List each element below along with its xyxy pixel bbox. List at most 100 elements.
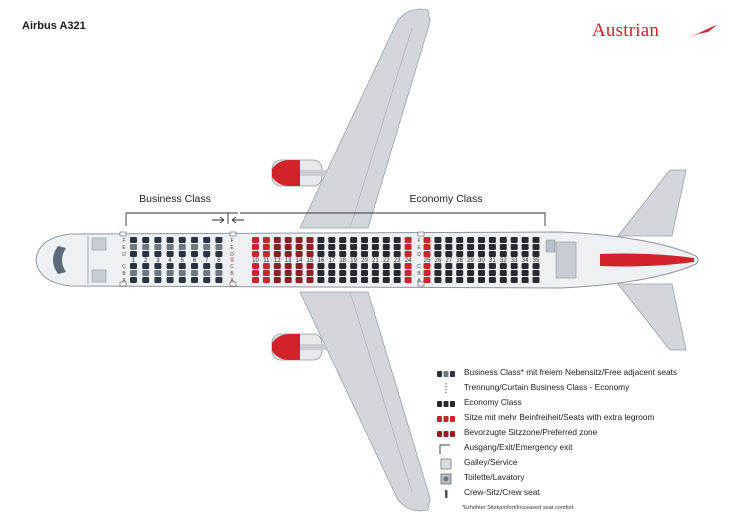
business-seat[interactable] <box>154 263 162 269</box>
economy-seat[interactable] <box>456 263 464 269</box>
economy-seat[interactable] <box>252 270 259 276</box>
economy-seat[interactable] <box>284 244 292 250</box>
economy-seat[interactable] <box>499 270 507 276</box>
economy-seat[interactable] <box>434 263 442 269</box>
economy-seat[interactable] <box>382 244 390 250</box>
economy-seat[interactable] <box>456 251 464 257</box>
economy-seat[interactable] <box>456 270 464 276</box>
economy-seat[interactable] <box>262 237 270 243</box>
economy-seat[interactable] <box>456 277 464 283</box>
business-seat-free[interactable] <box>154 270 162 276</box>
economy-seat[interactable] <box>317 237 325 243</box>
business-seat-free[interactable] <box>166 270 174 276</box>
economy-seat[interactable] <box>262 263 270 269</box>
business-seat[interactable] <box>154 277 162 283</box>
economy-seat[interactable] <box>393 263 401 269</box>
economy-seat[interactable] <box>510 251 518 257</box>
economy-seat[interactable] <box>423 270 431 276</box>
economy-seat[interactable] <box>382 237 390 243</box>
economy-seat[interactable] <box>456 237 464 243</box>
economy-seat[interactable] <box>521 251 529 257</box>
economy-seat[interactable] <box>404 237 412 243</box>
economy-seat[interactable] <box>262 270 270 276</box>
economy-seat[interactable] <box>510 244 518 250</box>
economy-seat[interactable] <box>521 270 529 276</box>
business-seat[interactable] <box>166 277 174 283</box>
economy-seat[interactable] <box>404 263 412 269</box>
economy-seat[interactable] <box>499 251 507 257</box>
economy-seat[interactable] <box>339 244 347 250</box>
economy-seat[interactable] <box>284 251 292 257</box>
economy-seat[interactable] <box>273 251 281 257</box>
business-seat[interactable] <box>215 251 223 257</box>
business-seat-free[interactable] <box>166 244 174 250</box>
business-seat[interactable] <box>215 237 223 243</box>
economy-seat[interactable] <box>445 270 453 276</box>
business-seat[interactable] <box>191 251 198 257</box>
business-seat[interactable] <box>130 237 137 243</box>
economy-seat[interactable] <box>284 277 292 283</box>
economy-seat[interactable] <box>445 237 453 243</box>
economy-seat[interactable] <box>521 237 529 243</box>
business-seat-free[interactable] <box>130 244 137 250</box>
business-seat[interactable] <box>178 277 186 283</box>
economy-seat[interactable] <box>488 237 496 243</box>
business-seat[interactable] <box>130 277 137 283</box>
economy-seat[interactable] <box>339 251 347 257</box>
economy-seat[interactable] <box>306 277 314 283</box>
business-seat[interactable] <box>191 237 198 243</box>
economy-seat[interactable] <box>532 244 540 250</box>
economy-seat[interactable] <box>423 237 431 243</box>
economy-seat[interactable] <box>371 263 379 269</box>
economy-seat[interactable] <box>423 251 431 257</box>
business-seat[interactable] <box>203 277 211 283</box>
economy-seat[interactable] <box>328 277 336 283</box>
business-seat[interactable] <box>215 277 223 283</box>
business-seat[interactable] <box>178 251 186 257</box>
economy-seat[interactable] <box>371 270 379 276</box>
economy-seat[interactable] <box>284 270 292 276</box>
economy-seat[interactable] <box>273 244 281 250</box>
economy-seat[interactable] <box>284 263 292 269</box>
economy-seat[interactable] <box>328 244 336 250</box>
economy-seat[interactable] <box>339 270 347 276</box>
economy-seat[interactable] <box>532 251 540 257</box>
economy-seat[interactable] <box>499 263 507 269</box>
economy-seat[interactable] <box>532 277 540 283</box>
business-seat-free[interactable] <box>203 244 211 250</box>
economy-seat[interactable] <box>328 251 336 257</box>
economy-seat[interactable] <box>306 244 314 250</box>
economy-seat[interactable] <box>499 237 507 243</box>
economy-seat[interactable] <box>252 251 259 257</box>
business-seat-free[interactable] <box>130 270 137 276</box>
business-seat[interactable] <box>203 237 211 243</box>
economy-seat[interactable] <box>434 244 442 250</box>
economy-seat[interactable] <box>273 263 281 269</box>
economy-seat[interactable] <box>306 263 314 269</box>
economy-seat[interactable] <box>467 270 475 276</box>
business-seat[interactable] <box>142 251 150 257</box>
economy-seat[interactable] <box>361 244 368 250</box>
economy-seat[interactable] <box>317 277 325 283</box>
economy-seat[interactable] <box>478 263 485 269</box>
economy-seat[interactable] <box>404 244 412 250</box>
business-seat-free[interactable] <box>215 270 223 276</box>
economy-seat[interactable] <box>371 251 379 257</box>
economy-seat[interactable] <box>306 251 314 257</box>
economy-seat[interactable] <box>404 277 412 283</box>
economy-seat[interactable] <box>328 237 336 243</box>
economy-seat[interactable] <box>328 263 336 269</box>
economy-seat[interactable] <box>521 244 529 250</box>
economy-seat[interactable] <box>445 277 453 283</box>
economy-seat[interactable] <box>317 263 325 269</box>
economy-seat[interactable] <box>434 251 442 257</box>
economy-seat[interactable] <box>371 277 379 283</box>
economy-seat[interactable] <box>393 244 401 250</box>
economy-seat[interactable] <box>478 270 485 276</box>
economy-seat[interactable] <box>467 244 475 250</box>
business-seat[interactable] <box>191 277 198 283</box>
economy-seat[interactable] <box>339 237 347 243</box>
economy-seat[interactable] <box>361 270 368 276</box>
economy-seat[interactable] <box>393 270 401 276</box>
economy-seat[interactable] <box>382 263 390 269</box>
